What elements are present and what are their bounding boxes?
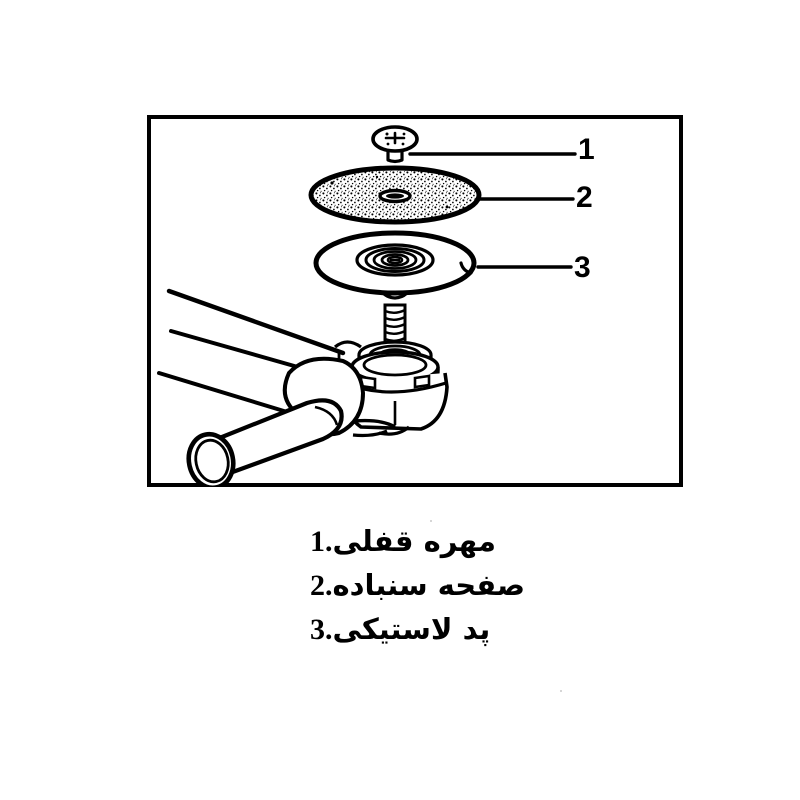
legend-index-1: 1. xyxy=(310,525,333,558)
part-locking-nut xyxy=(371,125,419,164)
part-rubber-pad xyxy=(313,230,477,300)
legend-label-3: پد لاستیکی xyxy=(332,612,491,646)
part-sanding-disc xyxy=(308,165,482,225)
legend-index-3: 3. xyxy=(310,613,333,646)
parts-legend: 1. مهره قفلی 2. صفحه سنباده 3. پد لاستیک… xyxy=(300,524,665,656)
part-side-handle xyxy=(186,398,344,487)
callout-number-1: 1 xyxy=(578,133,595,166)
scan-speck xyxy=(560,690,562,692)
exploded-diagram-illustration xyxy=(157,125,577,487)
legend-label-1: مهره قفلی xyxy=(332,524,496,558)
part-gear-head xyxy=(325,340,449,436)
callout-number-2: 2 xyxy=(576,181,593,214)
legend-item-2: 2. صفحه سنباده xyxy=(300,568,665,612)
callout-number-3: 3 xyxy=(574,251,591,284)
scan-speck xyxy=(430,520,432,522)
legend-item-3: 3. پد لاستیکی xyxy=(300,612,665,656)
legend-label-2: صفحه سنباده xyxy=(332,568,526,602)
legend-item-1: 1. مهره قفلی xyxy=(300,524,665,568)
legend-index-2: 2. xyxy=(310,569,333,602)
figure-frame xyxy=(147,115,683,487)
